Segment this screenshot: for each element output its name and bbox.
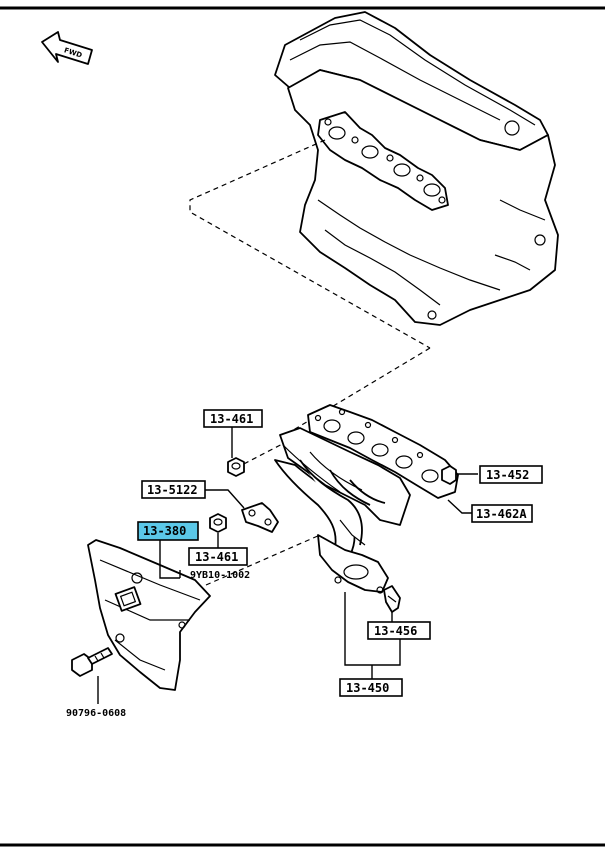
exhaust-manifold: [274, 427, 411, 594]
svg-text:9YB10-1002: 9YB10-1002: [190, 570, 250, 581]
label-13-452[interactable]: 13-452: [479, 465, 543, 484]
stud-icon: [383, 585, 401, 613]
svg-text:13-461: 13-461: [210, 412, 253, 426]
dashed-guide-upper: [189, 139, 431, 349]
label-13-461-top[interactable]: 13-461: [203, 409, 263, 428]
leader-13-5122: [205, 489, 245, 509]
svg-text:13-450: 13-450: [346, 681, 389, 695]
svg-text:13-462A: 13-462A: [476, 507, 527, 521]
svg-text:13-456: 13-456: [374, 624, 417, 638]
engine-block: [274, 11, 559, 326]
bolt-icon: [71, 647, 113, 677]
nut-lower-icon: [209, 513, 227, 533]
label-13-450[interactable]: 13-450: [339, 678, 403, 697]
code-90796-0608[interactable]: 90796-0608: [66, 708, 126, 719]
forward-arrow-icon: FWD: [41, 31, 93, 65]
support-bracket: [241, 502, 279, 533]
leader-13-380: [159, 540, 180, 579]
label-13-5122[interactable]: 13-5122: [141, 480, 206, 499]
nut-top-icon: [227, 457, 245, 477]
dashed-guide-nut: [235, 439, 291, 469]
label-13-456[interactable]: 13-456: [367, 621, 431, 640]
svg-text:13-5122: 13-5122: [147, 483, 198, 497]
dashed-guide-insulator: [205, 534, 321, 586]
leader-13-462a: [447, 499, 472, 514]
label-13-380-highlighted[interactable]: 13-380: [137, 521, 199, 541]
svg-text:13-461: 13-461: [195, 550, 238, 564]
svg-text:90796-0608: 90796-0608: [66, 708, 126, 719]
svg-text:13-452: 13-452: [486, 468, 529, 482]
label-13-462a[interactable]: 13-462A: [471, 504, 533, 523]
svg-text:13-380: 13-380: [143, 524, 186, 538]
label-13-461-bottom[interactable]: 13-461: [188, 547, 248, 566]
code-9yb10-1002[interactable]: 9YB10-1002: [190, 570, 250, 581]
nut-right-icon: [441, 465, 457, 485]
